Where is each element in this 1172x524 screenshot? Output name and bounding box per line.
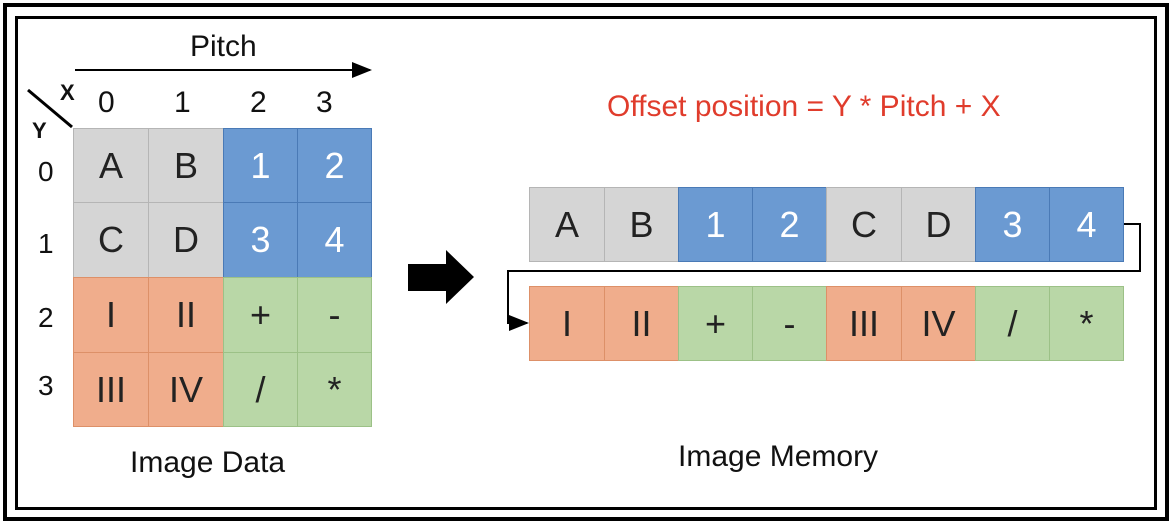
memory-cell: B [604, 187, 679, 262]
memory-cell: 4 [1049, 187, 1124, 262]
pitch-label: Pitch [190, 30, 257, 63]
inner-frame [15, 16, 1157, 510]
memory-cell: 3 [975, 187, 1050, 262]
row-label-2: 2 [38, 302, 54, 333]
grid-cell: * [297, 352, 372, 427]
row-label-3: 3 [38, 370, 54, 401]
memory-cell: + [678, 286, 753, 361]
y-axis-label: Y [32, 118, 47, 143]
col-label-2: 2 [250, 86, 267, 119]
x-axis-label: X [60, 80, 75, 105]
grid-cell: III [73, 352, 149, 427]
row-label-0: 0 [38, 156, 54, 187]
memory-cell: C [826, 187, 902, 262]
grid-cell: - [297, 277, 372, 353]
corner-diagonal [27, 88, 73, 129]
memory-cell: / [975, 286, 1050, 361]
grid-cell: 3 [223, 202, 298, 278]
memory-cell: * [1049, 286, 1124, 361]
col-label-1: 1 [174, 86, 191, 119]
outer-frame [3, 3, 1169, 521]
memory-cell: III [826, 286, 902, 361]
grid-cell: C [73, 202, 149, 278]
big-right-arrow [408, 250, 474, 304]
grid-cell: 4 [297, 202, 372, 278]
grid-cell: / [223, 352, 298, 427]
offset-formula: Offset position = Y * Pitch + X [607, 90, 1001, 123]
memory-cell: A [529, 187, 605, 262]
row-label-1: 1 [38, 228, 54, 259]
grid-cell: + [223, 277, 298, 353]
wrap-connector [507, 223, 1141, 331]
memory-cell: II [604, 286, 679, 361]
memory-cell: 2 [752, 187, 827, 262]
col-label-3: 3 [316, 86, 333, 119]
image-data-caption: Image Data [130, 446, 286, 479]
memory-cell: D [901, 187, 976, 262]
memory-cell: - [752, 286, 827, 361]
col-label-0: 0 [98, 86, 115, 119]
image-memory-caption: Image Memory [678, 440, 879, 473]
grid-cell: IV [148, 352, 224, 427]
memory-cell: IV [901, 286, 976, 361]
